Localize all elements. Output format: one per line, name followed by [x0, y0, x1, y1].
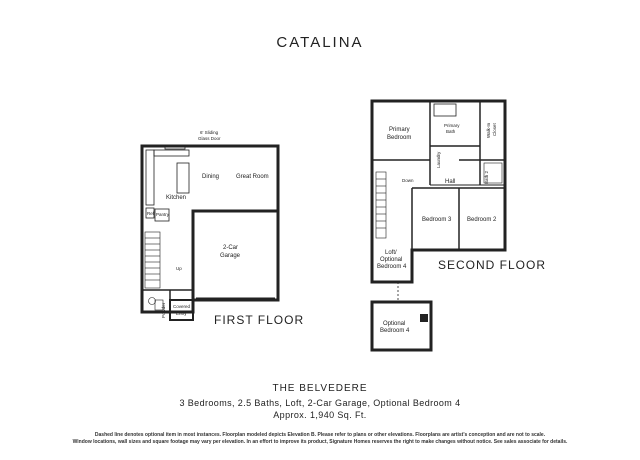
slider-label: 6' Sliding [200, 130, 219, 135]
slider-label-2: Glass Door [198, 136, 221, 141]
walk-in-label-2: Closet [492, 122, 497, 136]
optional-bedroom4-label-2: Bedroom 4 [380, 328, 410, 334]
dining-label: Dining [202, 174, 219, 180]
laundry-label: Laundry [436, 151, 441, 168]
disclaimer-line-1: Dashed line denotes optional item in mos… [94, 432, 546, 438]
bath2-label: Bath 2 [484, 170, 489, 184]
loft-label-2: Optional [380, 257, 402, 263]
plan-title: CATALINA [276, 34, 364, 51]
loft-label: Loft/ [385, 250, 397, 256]
loft-label-3: Bedroom 4 [377, 264, 407, 270]
primary-bath-label: Primary [444, 123, 460, 128]
great-room-label: Great Room [236, 174, 269, 180]
optional-bedroom4-label: Optional [383, 321, 405, 327]
model-area: Approx. 1,940 Sq. Ft. [273, 410, 367, 420]
model-name: THE BELVEDERE [272, 383, 368, 394]
up-label: Up [176, 266, 182, 271]
entry-label-2: Entry [176, 311, 187, 316]
bedroom3-label: Bedroom 3 [422, 217, 452, 223]
primary-bath-label-2: Bath [446, 129, 456, 134]
bedroom2-label: Bedroom 2 [467, 217, 497, 223]
kitchen-label: Kitchen [166, 195, 186, 201]
ref-label: Ref [147, 211, 155, 216]
powder-label: Powder [161, 302, 166, 318]
hall-label: Hall [445, 179, 455, 185]
first-floor-plan [140, 144, 280, 321]
second-floor-label: SECOND FLOOR [438, 258, 547, 272]
second-floor-plan [370, 99, 507, 352]
entry-label: Covered [173, 304, 191, 309]
pantry-label: Pantry [156, 212, 170, 217]
primary-bedroom-label: Primary [389, 127, 410, 133]
down-label: Down [402, 178, 414, 183]
disclaimer-line-2: Window locations, wall sizes and square … [72, 439, 568, 445]
walk-in-label: Walk-In [486, 122, 491, 138]
primary-bedroom-label-2: Bedroom [387, 135, 411, 141]
model-features: 3 Bedrooms, 2.5 Baths, Loft, 2-Car Garag… [179, 398, 461, 408]
garage-label: 2-Car [223, 245, 238, 251]
garage-label-2: Garage [220, 253, 241, 259]
first-floor-label: FIRST FLOOR [214, 313, 305, 327]
